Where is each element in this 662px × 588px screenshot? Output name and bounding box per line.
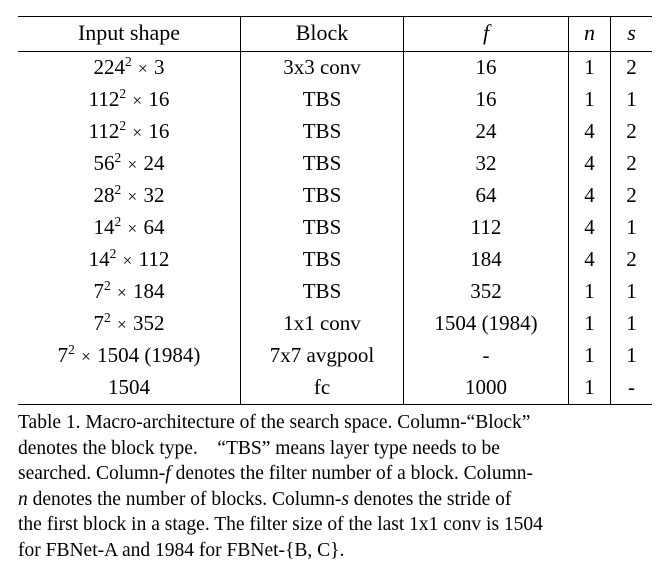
cell-input-shape: 142 × 64 bbox=[93, 214, 165, 239]
caption-text: Table 1. Macro-architecture of the searc… bbox=[18, 410, 648, 563]
cell-block: TBS bbox=[240, 244, 404, 276]
cell-n: 4 bbox=[568, 244, 611, 276]
column-header-s: s bbox=[610, 16, 652, 52]
cell-s: 1 bbox=[610, 308, 652, 340]
cell-block: 1x1 conv bbox=[240, 308, 404, 340]
cell-f: 1504 (1984) bbox=[403, 308, 569, 340]
cell-block: TBS bbox=[240, 212, 404, 244]
cell-input-shape: 2242 × 3 bbox=[93, 54, 165, 79]
table-caption: Table 1. Macro-architecture of the searc… bbox=[18, 410, 648, 563]
cell-input-shape: 142 × 112 bbox=[88, 246, 170, 271]
column-header-f-label: f bbox=[482, 20, 490, 45]
column-header-input-shape: Input shape bbox=[18, 16, 241, 52]
macro-architecture-table: Input shape Block f n s 2242 × 3 3x3 conv… bbox=[18, 16, 652, 405]
cell-s: 1 bbox=[610, 276, 652, 308]
cell-n: 1 bbox=[568, 276, 611, 308]
cell-n: 1 bbox=[568, 308, 611, 340]
cell-f: 16 bbox=[403, 51, 569, 84]
cell-block: 3x3 conv bbox=[240, 51, 404, 84]
caption-line: n denotes the number of blocks. Column-s… bbox=[18, 488, 512, 510]
cell-s: 1 bbox=[610, 212, 652, 244]
caption-line: searched. Column-f denotes the filter nu… bbox=[18, 463, 534, 484]
column-header-f: f bbox=[403, 16, 569, 52]
cell-s: 1 bbox=[610, 340, 652, 372]
table-header-row: Input shape Block f n s bbox=[18, 16, 652, 52]
cell-n: 4 bbox=[568, 212, 611, 244]
column-header-n: n bbox=[568, 16, 611, 52]
cell-n: 1 bbox=[568, 340, 611, 372]
cell-f: 184 bbox=[403, 244, 569, 276]
caption-line: for FBNet-A and 1984 for FBNet-{B, C}. bbox=[18, 539, 345, 561]
cell-s: 2 bbox=[610, 244, 652, 276]
cell-input-shape: 72 × 184 bbox=[93, 278, 165, 303]
cell-f: 32 bbox=[403, 148, 569, 180]
cell-block: TBS bbox=[240, 84, 404, 116]
caption-line: the first block in a stage. The filter s… bbox=[18, 514, 543, 535]
cell-f: 64 bbox=[403, 180, 569, 212]
cell-input-shape: 1504 bbox=[18, 372, 241, 405]
cell-input-shape: 72 × 1504 (1984) bbox=[57, 342, 201, 367]
column-header-n-label: n bbox=[584, 20, 595, 45]
cell-s: 1 bbox=[610, 84, 652, 116]
cell-n: 4 bbox=[568, 180, 611, 212]
cell-f: 1000 bbox=[403, 372, 569, 405]
cell-n: 4 bbox=[568, 116, 611, 148]
cell-input-shape: 562 × 24 bbox=[93, 150, 165, 175]
cell-block: fc bbox=[240, 372, 404, 405]
cell-block: TBS bbox=[240, 116, 404, 148]
cell-input-shape: 72 × 352 bbox=[93, 310, 165, 335]
table-head: Input shape Block f n s bbox=[18, 16, 652, 52]
cell-s: 2 bbox=[610, 116, 652, 148]
cell-input-shape: 1122 × 16 bbox=[88, 86, 170, 111]
cell-block: 7x7 avgpool bbox=[240, 340, 404, 372]
cell-s: 2 bbox=[610, 51, 652, 84]
cell-s: 2 bbox=[610, 180, 652, 212]
column-header-block: Block bbox=[240, 16, 404, 52]
cell-input-shape: 1122 × 16 bbox=[88, 118, 170, 143]
cell-block: TBS bbox=[240, 180, 404, 212]
caption-line: denotes the block type. “TBS” means laye… bbox=[18, 437, 500, 459]
cell-input-shape: 282 × 32 bbox=[93, 182, 165, 207]
cell-f: 24 bbox=[403, 116, 569, 148]
cell-n: 4 bbox=[568, 148, 611, 180]
cell-block: TBS bbox=[240, 148, 404, 180]
table-figure: Input shape Block f n s 2242 × 3 3x3 conv… bbox=[18, 16, 652, 563]
cell-f: 112 bbox=[403, 212, 569, 244]
cell-s: 2 bbox=[610, 148, 652, 180]
cell-n: 1 bbox=[568, 84, 611, 116]
cell-n: 1 bbox=[568, 51, 611, 84]
column-header-s-label: s bbox=[627, 20, 636, 45]
cell-f: 352 bbox=[403, 276, 569, 308]
cell-n: 1 bbox=[568, 372, 611, 405]
cell-s: - bbox=[610, 372, 652, 405]
cell-f: 16 bbox=[403, 84, 569, 116]
cell-block: TBS bbox=[240, 276, 404, 308]
cell-f: - bbox=[403, 340, 569, 372]
caption-line: Table 1. Macro-architecture of the searc… bbox=[18, 412, 531, 433]
